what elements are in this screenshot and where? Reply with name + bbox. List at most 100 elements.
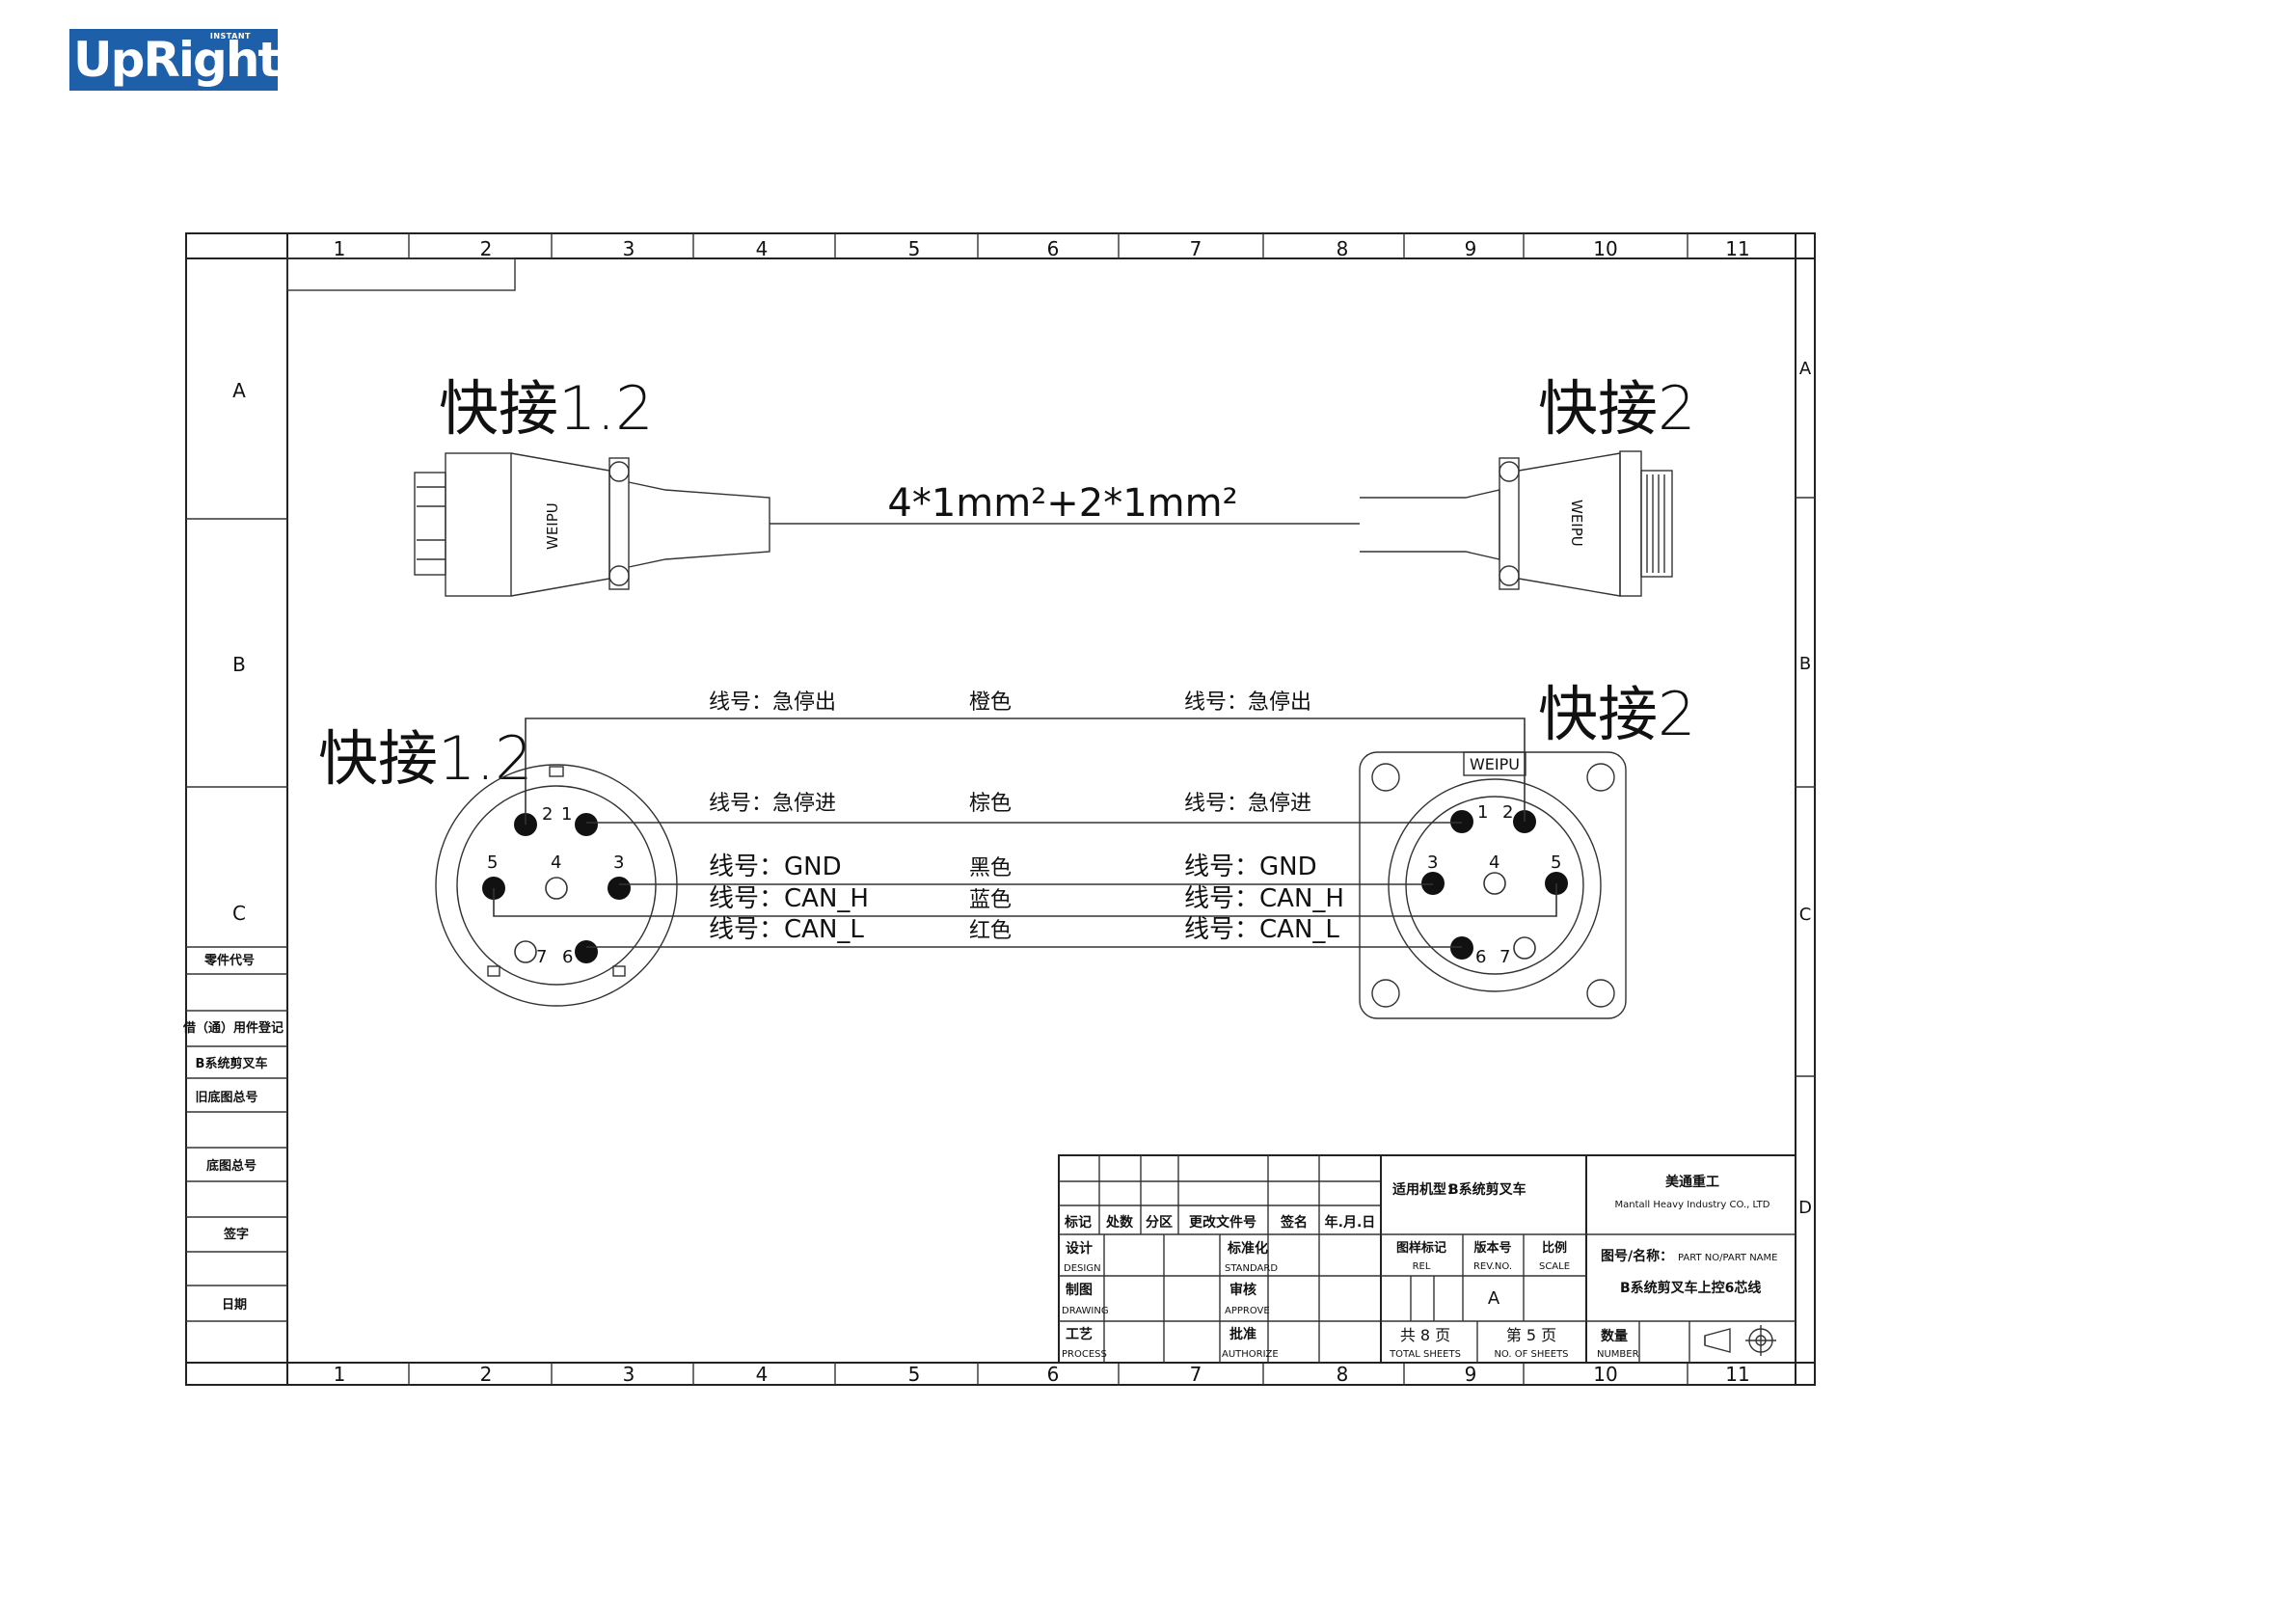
total-sheets: 共 8 页	[1400, 1326, 1450, 1344]
top-left-weipu: WEIPU	[544, 502, 561, 550]
hdr-mark: 标记	[1064, 1214, 1092, 1231]
wire1-color: 橙色	[969, 690, 1012, 715]
top-left-plug	[414, 452, 770, 597]
part-label-en: PART NO/PART NAME	[1678, 1253, 1777, 1263]
wire1-left-name: 线号：急停出	[709, 690, 836, 715]
standard-en: STANDARD	[1225, 1263, 1278, 1274]
col-label-top-4: 4	[756, 237, 769, 260]
wire3-left-name: 线号：GND	[709, 853, 842, 881]
design-en: DESIGN	[1064, 1263, 1101, 1274]
authorize-label: 批准	[1229, 1326, 1256, 1342]
wire5-color: 红色	[969, 919, 1012, 943]
approve-en: APPROVE	[1225, 1306, 1270, 1316]
top-right-weipu: WEIPU	[1568, 500, 1585, 547]
wire4-left-name: 线号：CAN_H	[709, 884, 869, 913]
company-en: Mantall Heavy Industry CO., LTD	[1615, 1200, 1770, 1210]
wire3-right-name: 线号：GND	[1184, 853, 1317, 881]
right-pin-6	[1450, 936, 1473, 960]
hdr-sign: 签名	[1280, 1214, 1308, 1231]
right-pin-7	[1513, 936, 1536, 960]
col-label-top-3: 3	[623, 237, 635, 260]
right-pin-label-1: 1	[1477, 802, 1488, 823]
wire2-color: 棕色	[969, 792, 1012, 816]
hdr-zone: 分区	[1146, 1215, 1173, 1231]
process-label: 工艺	[1066, 1326, 1093, 1342]
machine-label: 适用机型：	[1392, 1181, 1460, 1198]
col-label-bottom-2: 2	[480, 1363, 493, 1386]
col-label-top-7: 7	[1190, 237, 1202, 260]
top-right-plug	[1360, 450, 1673, 597]
top-right-label: 快接2	[1538, 373, 1695, 444]
col-label-bottom-10: 10	[1593, 1363, 1617, 1386]
rel-label: 图样标记	[1396, 1240, 1446, 1256]
logo-superscript: INSTANT	[209, 32, 251, 41]
logo-brand: UpRight	[73, 32, 281, 88]
part-label: 图号/名称：	[1601, 1248, 1673, 1264]
left-pin-label-3: 3	[613, 853, 624, 873]
col-label-top-10: 10	[1593, 237, 1617, 260]
standard-label: 标准化	[1227, 1240, 1268, 1257]
left-pin-label-2: 2	[542, 804, 553, 825]
left-pin-6	[575, 940, 598, 963]
col-label-bottom-4: 4	[756, 1363, 769, 1386]
right-pin-4	[1483, 872, 1506, 895]
left-pin-label-1: 1	[561, 804, 572, 825]
left-pin-4	[545, 877, 568, 900]
corner-box	[286, 257, 516, 291]
hdr-date: 年.月.日	[1325, 1214, 1376, 1231]
col-label-bottom-5: 5	[908, 1363, 921, 1386]
row-label-left-a: A	[232, 379, 246, 402]
wiring-right-label: 快接2	[1538, 679, 1695, 749]
number-en: NUMBER	[1597, 1349, 1639, 1360]
row-label-left-b: B	[232, 653, 246, 676]
col-label-top-11: 11	[1725, 237, 1749, 260]
row-dividers	[186, 497, 1815, 1077]
design-label: 设计	[1066, 1240, 1093, 1257]
hdr-count: 处数	[1105, 1214, 1134, 1231]
left-pin-3	[608, 877, 631, 900]
row-label-left-c: C	[232, 902, 246, 925]
wire3-color: 黑色	[969, 856, 1012, 880]
col-label-bottom-6: 6	[1047, 1363, 1060, 1386]
rel-en: REL	[1413, 1261, 1431, 1272]
col-label-top-1: 1	[334, 237, 346, 260]
left-pin-label-7: 7	[536, 947, 547, 967]
authorize-en: AUTHORIZE	[1222, 1349, 1279, 1360]
scale-en: SCALE	[1539, 1261, 1570, 1272]
wire5-right-name: 线号：CAN_L	[1184, 915, 1339, 944]
projection-circle-icon	[1745, 1325, 1776, 1356]
side-date: 日期	[222, 1298, 247, 1313]
wire1-right-name: 线号：急停出	[1184, 690, 1311, 715]
col-label-bottom-3: 3	[623, 1363, 635, 1386]
rev-en: REV.NO.	[1473, 1261, 1512, 1272]
right-pin-label-6: 6	[1475, 947, 1486, 967]
side-part-code: 零件代号	[203, 953, 255, 968]
drawing-label: 制图	[1066, 1282, 1093, 1298]
side-table	[186, 946, 287, 1322]
right-pin-label-5: 5	[1551, 853, 1561, 873]
left-pin-label-6: 6	[562, 947, 573, 967]
right-weipu-mark: WEIPU	[1470, 755, 1520, 773]
col-label-bottom-7: 7	[1190, 1363, 1202, 1386]
total-sheets-en: TOTAL SHEETS	[1389, 1349, 1461, 1360]
col-label-bottom-1: 1	[334, 1363, 346, 1386]
top-left-label: 快接1.2	[439, 373, 654, 444]
col-label-top-2: 2	[480, 237, 493, 260]
row-label-right-b: B	[1799, 654, 1811, 674]
column-dividers	[408, 233, 1688, 1385]
wire-can-h	[493, 883, 1557, 917]
left-round-connector	[435, 764, 678, 1007]
outer-frame	[185, 232, 1816, 1386]
machine-value: B系统剪叉车	[1448, 1181, 1526, 1198]
wire4-right-name: 线号：CAN_H	[1184, 884, 1344, 913]
part-name: B系统剪叉车上控6芯线	[1620, 1280, 1761, 1296]
scale-label: 比例	[1542, 1240, 1567, 1256]
title-block-grid	[1058, 1154, 1796, 1364]
right-pin-label-3: 3	[1427, 853, 1438, 873]
wiring-left-label: 快接1.2	[318, 723, 533, 794]
row-label-right-d: D	[1798, 1198, 1812, 1218]
sheet-no: 第 5 页	[1506, 1326, 1556, 1344]
wire5-left-name: 线号：CAN_L	[709, 915, 864, 944]
right-square-connector	[1359, 751, 1627, 1019]
